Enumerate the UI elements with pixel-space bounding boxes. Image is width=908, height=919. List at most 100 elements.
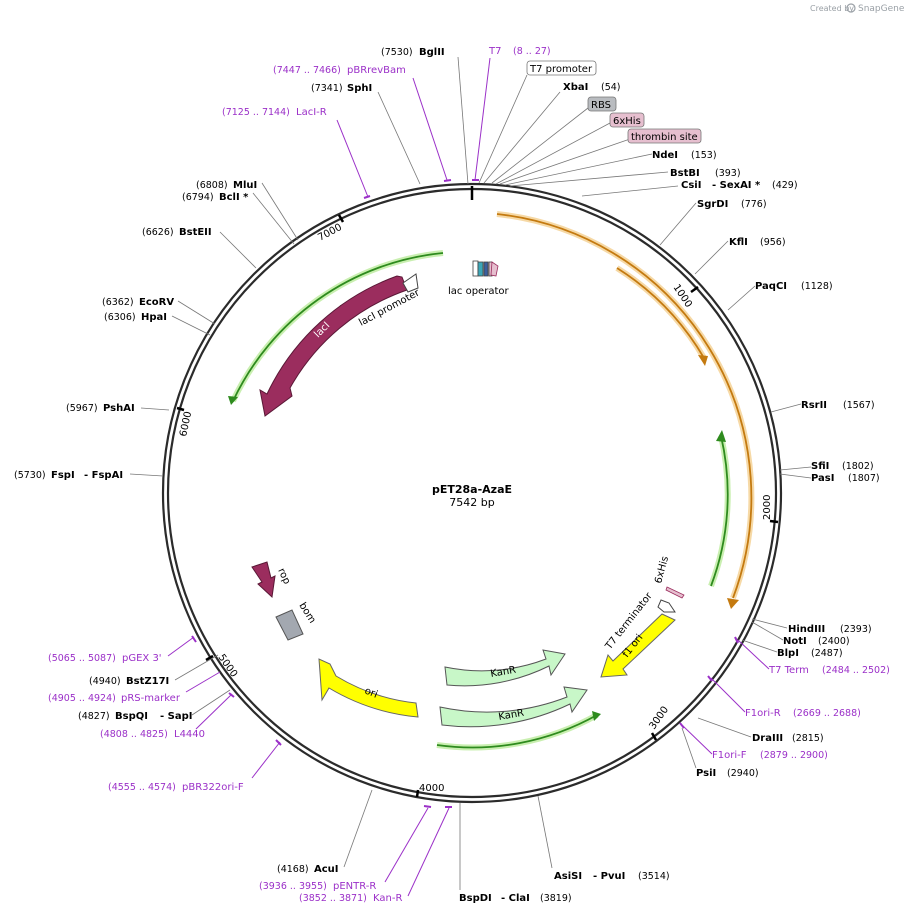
rop-label: rop	[275, 567, 292, 586]
site-fspi-name[interactable]: FspI	[51, 470, 75, 481]
site-fspi-name2[interactable]: - FspAI	[84, 470, 123, 481]
scale-ticks	[176, 186, 779, 798]
site-bcli-coord: (6794)	[182, 192, 214, 203]
primer-kan-r-coord: (3852 .. 3871)	[299, 893, 367, 904]
site-sfii-coord: (1802)	[842, 461, 874, 472]
site-bstbi-coord: (393)	[715, 168, 741, 179]
primer-t7-term-name[interactable]: T7 Term	[768, 665, 809, 676]
site-csii-name2[interactable]: - SexAI *	[712, 180, 761, 191]
site-sphi-name[interactable]: SphI	[347, 83, 372, 94]
site-rsrii-coord: (1567)	[843, 400, 875, 411]
site-bspqi-coord: (4827)	[78, 711, 110, 722]
site-rsrii-name[interactable]: RsrII	[801, 400, 827, 411]
site-pasi-coord: (1807)	[848, 473, 880, 484]
site-bspdi-name[interactable]: BspDI	[459, 893, 492, 904]
primer-pentr-r-name[interactable]: pENTR-R	[333, 881, 376, 892]
site-bstz17i-coord: (4940)	[89, 676, 121, 687]
primer-pbr322ori-f-coord: (4555 .. 4574)	[108, 782, 176, 793]
primer-prs-marker-name[interactable]: pRS-marker	[121, 693, 181, 704]
primer-t7-term-coord: (2484 .. 2502)	[822, 665, 890, 676]
box-t7-promoter[interactable]: T7 promoter	[526, 60, 597, 76]
lac-operator-feature: lac operator	[448, 260, 509, 297]
site-asisi-name2[interactable]: - PvuI	[593, 871, 625, 882]
plasmid-name: pET28a-AzaE	[432, 483, 512, 496]
site-psii-name[interactable]: PsiI	[696, 768, 716, 779]
box-thrombin-site[interactable]: thrombin site	[627, 128, 702, 144]
site-bsteii-coord: (6626)	[142, 227, 174, 238]
site-blpi-coord: (2487)	[811, 648, 843, 659]
primer-t7-coord: (8 .. 27)	[513, 46, 551, 57]
site-acui-coord: (4168)	[277, 864, 309, 875]
site-noti-name[interactable]: NotI	[783, 636, 807, 647]
site-kfli-coord: (956)	[760, 237, 786, 248]
site-bsteii-name[interactable]: BstEII	[179, 227, 212, 238]
site-kfli-name[interactable]: KflI	[729, 237, 748, 248]
site-mlui-coord: (6808)	[196, 180, 228, 191]
site-mlui-name[interactable]: MluI	[233, 180, 257, 191]
site-bglii-name[interactable]: BglII	[419, 47, 445, 58]
site-pasi-name[interactable]: PasI	[811, 473, 834, 484]
primer-f1ori-f-name[interactable]: F1ori-F	[712, 750, 747, 761]
primer-f1ori-r-name[interactable]: F1ori-R	[745, 708, 781, 719]
primer-laci-r-coord: (7125 .. 7144)	[222, 107, 290, 118]
box-rbs[interactable]: RBS	[587, 96, 617, 112]
primer-pgex3-coord: (5065 .. 5087)	[48, 653, 116, 664]
site-bspqi-name[interactable]: BspQI	[115, 711, 148, 722]
primer-t7-name[interactable]: T7	[488, 46, 501, 57]
leader-lines	[129, 56, 812, 890]
site-sgrdi-name[interactable]: SgrDI	[697, 199, 728, 210]
site-sfii-name[interactable]: SfiI	[811, 461, 829, 472]
primer-laci-r-name[interactable]: LacI-R	[296, 107, 327, 118]
site-ndei-coord: (153)	[691, 150, 717, 161]
site-csii-name[interactable]: CsiI	[681, 180, 701, 191]
tick-label-5000: 5000	[216, 652, 240, 679]
ori-feature: ori	[318, 658, 419, 718]
bom-feature: bom	[275, 601, 318, 641]
tick-label-3000: 3000	[647, 705, 671, 732]
site-hindiii-name[interactable]: HindIII	[788, 624, 825, 635]
site-bspqi-name2[interactable]: - SapI	[160, 711, 192, 722]
orf-green-right	[708, 430, 731, 588]
site-xbai-coord: (54)	[601, 82, 621, 93]
box-rbs-label: RBS	[591, 100, 611, 111]
site-bglii-coord: (7530)	[381, 47, 413, 58]
primer-f1ori-f-coord: (2879 .. 2900)	[760, 750, 828, 761]
site-xbai-name[interactable]: XbaI	[563, 82, 588, 93]
box-thrombin-label: thrombin site	[631, 132, 698, 143]
site-bstz17i-name[interactable]: BstZ17I	[126, 676, 169, 687]
site-hindiii-coord: (2393)	[840, 624, 872, 635]
orf-green-bottom	[436, 711, 601, 751]
site-bspdi-name2[interactable]: - ClaI	[501, 893, 530, 904]
primer-pentr-r-coord: (3936 .. 3955)	[259, 881, 327, 892]
site-ndei-name[interactable]: NdeI	[652, 150, 678, 161]
site-blpi-name[interactable]: BlpI	[777, 648, 799, 659]
site-asisi-name[interactable]: AsiSI	[554, 871, 582, 882]
kanr-feature-2: KanR	[439, 686, 588, 728]
site-hpai-name[interactable]: HpaI	[141, 312, 167, 323]
primer-pbr322ori-f-name[interactable]: pBR322ori-F	[182, 782, 244, 793]
site-draiii-name[interactable]: DraIII	[752, 733, 783, 744]
site-paqci-name[interactable]: PaqCI	[755, 281, 787, 292]
snapgene-logo	[846, 3, 856, 13]
site-paqci-coord: (1128)	[801, 281, 833, 292]
site-asisi-coord: (3514)	[638, 871, 670, 882]
lac-operator-label: lac operator	[448, 286, 509, 297]
box-6xhis[interactable]: 6xHis	[609, 112, 645, 128]
site-pshai-name[interactable]: PshAI	[103, 403, 135, 414]
orf-green-left	[228, 250, 444, 405]
primer-pbrrevbam-name[interactable]: pBRrevBam	[347, 65, 406, 76]
primer-f1ori-r-coord: (2669 .. 2688)	[793, 708, 861, 719]
primer-pgex3-name[interactable]: pGEX 3'	[122, 653, 162, 664]
primer-l4440-coord: (4808 .. 4825)	[100, 729, 168, 740]
site-bcli-name[interactable]: BclI *	[219, 192, 249, 203]
primer-kan-r-name[interactable]: Kan-R	[373, 893, 402, 904]
site-bstbi-name[interactable]: BstBI	[670, 168, 700, 179]
primer-prs-marker-coord: (4905 .. 4924)	[48, 693, 116, 704]
site-sgrdi-coord: (776)	[741, 199, 767, 210]
primer-l4440-name[interactable]: L4440	[174, 729, 205, 740]
kanr-label-2: KanR	[498, 708, 525, 723]
site-ecorv-name[interactable]: EcoRV	[139, 297, 174, 308]
site-hpai-coord: (6306)	[104, 312, 136, 323]
site-acui-name[interactable]: AcuI	[314, 864, 339, 875]
